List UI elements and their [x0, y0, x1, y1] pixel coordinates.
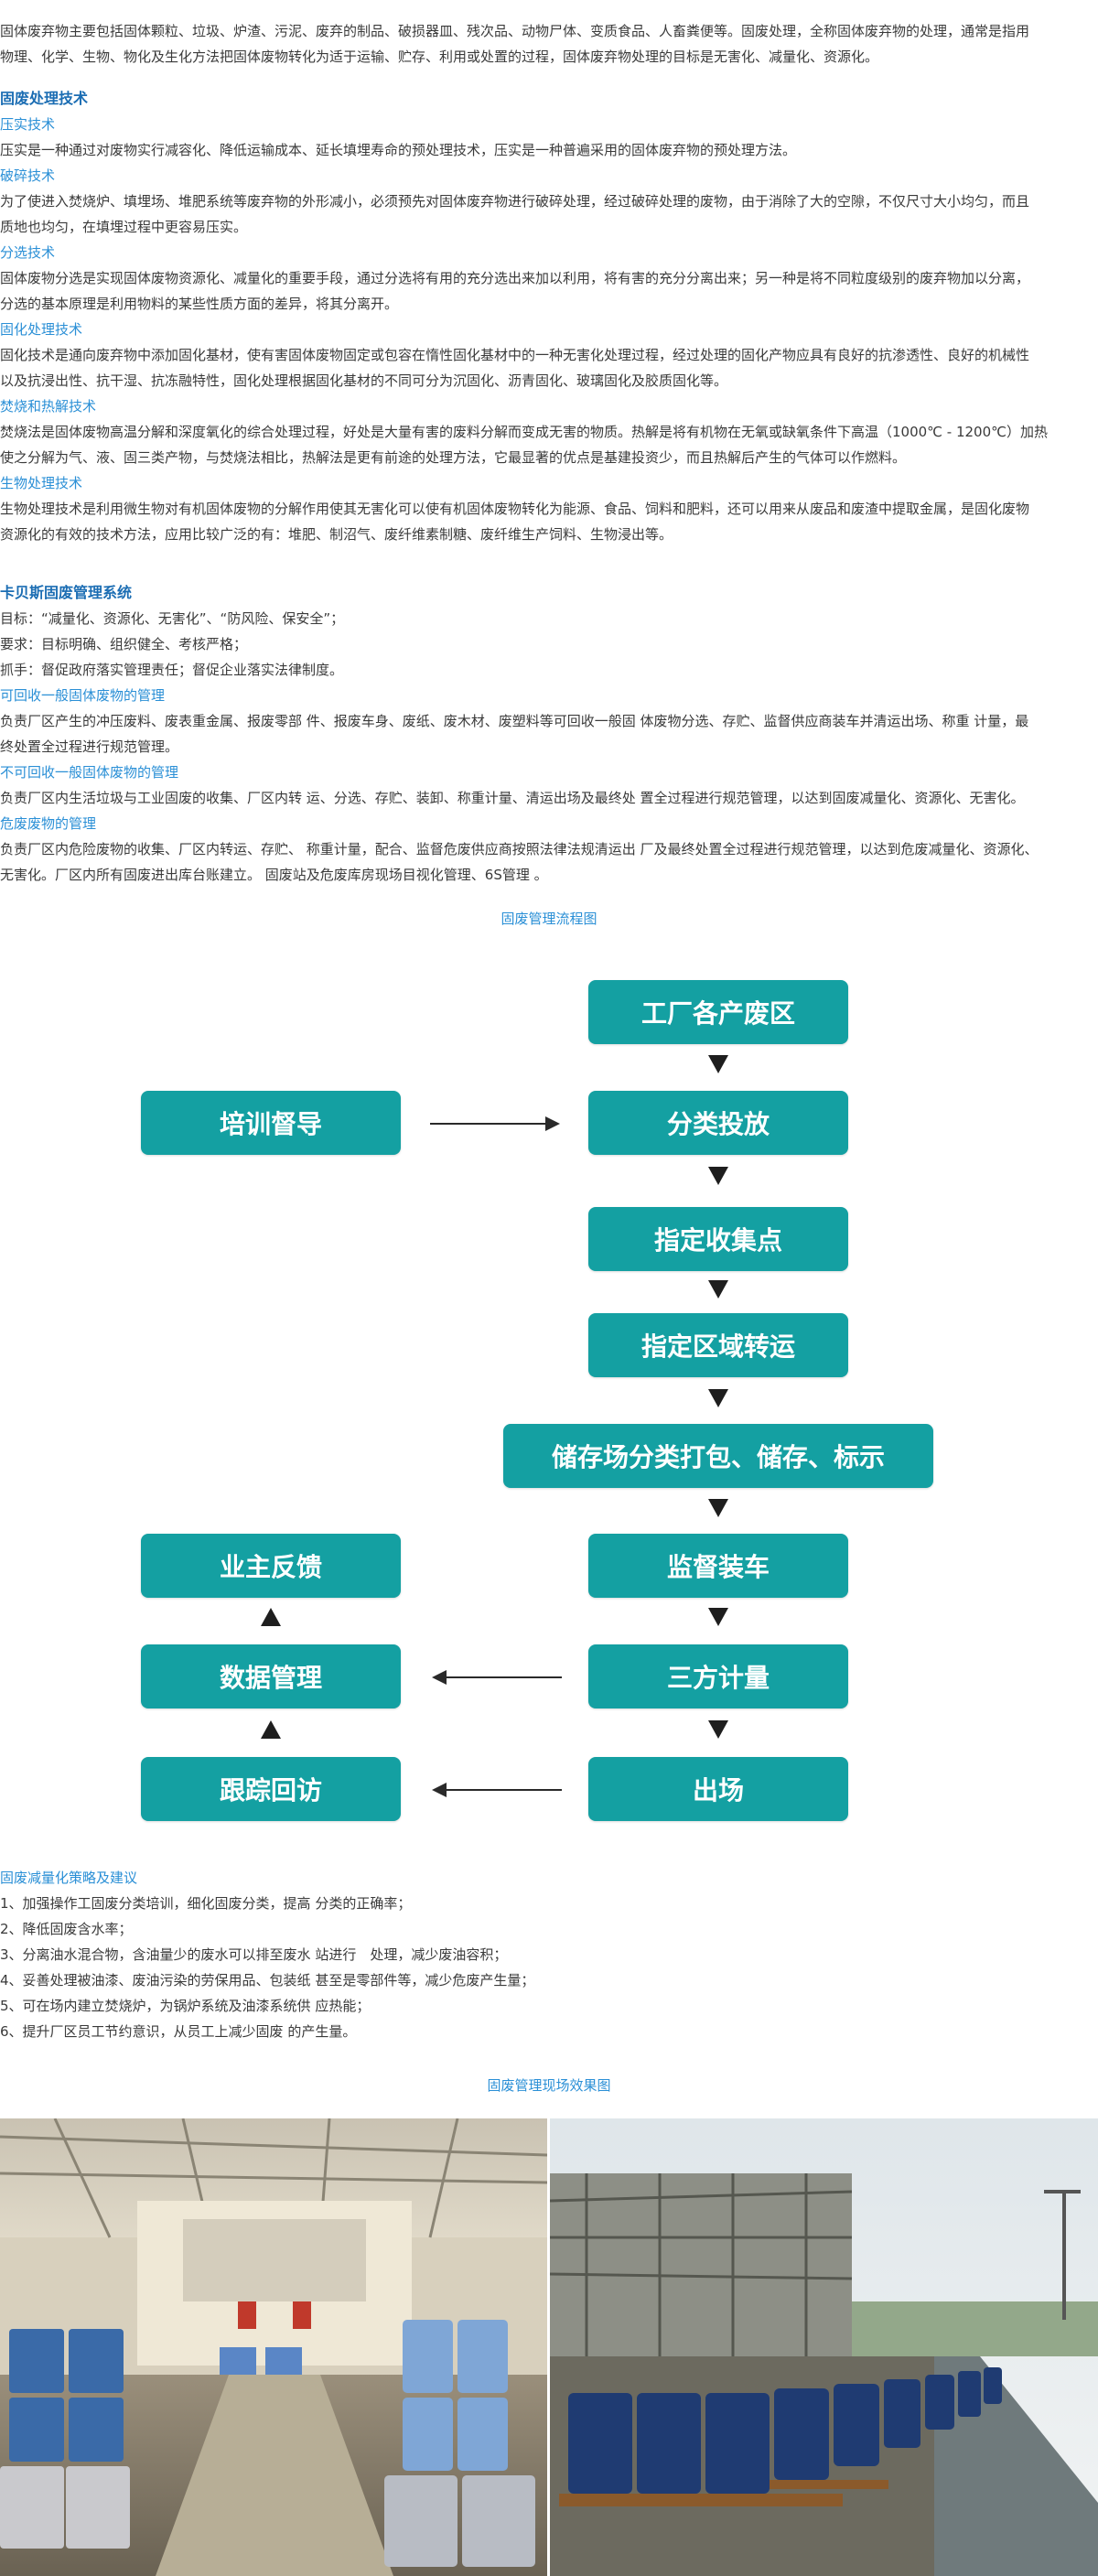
- system-subtitle: 不可回收一般固体废物的管理: [0, 764, 179, 781]
- system-grip: 抓手：督促政府落实管理责任；督促企业落实法律制度。: [0, 662, 344, 678]
- arrow-up-icon: [261, 1608, 281, 1626]
- strategy-item: 6、提升厂区员工节约意识，从员工上减少固废 的产生量。: [0, 2023, 357, 2040]
- photo-caption: 固废管理现场效果图: [487, 2077, 611, 2094]
- box-storage: 储存场分类打包、储存、标示: [503, 1424, 933, 1488]
- outdoor-storage-photo: [550, 2118, 1098, 2576]
- tech-paragraph-line: 质地也均匀，在填埋过程中更容易压实。: [0, 219, 248, 235]
- arrow-right-icon: [430, 1116, 560, 1131]
- tech-paragraph-line: 固体废物分选是实现固体废物资源化、减量化的重要手段，通过分选将有用的充分选出来加…: [0, 270, 1030, 286]
- tech-subtitle: 压实技术: [0, 116, 56, 133]
- arrow-down-icon: [708, 1608, 728, 1626]
- box-weighing: 三方计量: [588, 1644, 848, 1708]
- system-paragraph-line: 负责厂区内危险废物的收集、厂区内转运、存贮、 称重计量，配合、监督危废供应商按照…: [0, 841, 1039, 857]
- intro-line-1: 固体废弃物主要包括固体颗粒、垃圾、炉渣、污泥、废弃的制品、破损器皿、残次品、动物…: [0, 23, 1030, 39]
- box-training: 培训督导: [141, 1091, 401, 1155]
- box-transfer: 指定区域转运: [588, 1313, 848, 1377]
- tech-paragraph-line: 焚烧法是固体废物高温分解和深度氧化的综合处理过程，好处是大量有害的废料分解而变成…: [0, 424, 1048, 440]
- strategy-item: 4、妥善处理被油漆、废油污染的劳保用品、包装纸 甚至是零部件等，减少危废产生量；: [0, 1972, 535, 1989]
- arrow-down-icon: [708, 1389, 728, 1407]
- box-tracking: 跟踪回访: [141, 1757, 401, 1821]
- tech-paragraph-line: 固化技术是通向废弃物中添加固化基材，使有害固体废物固定或包容在惰性固化基材中的一…: [0, 347, 1030, 363]
- arrow-down-icon: [708, 1055, 728, 1073]
- system-requirement: 要求：目标明确、组织健全、考核严格；: [0, 636, 248, 652]
- tech-subtitle: 分选技术: [0, 244, 56, 261]
- system-paragraph-line: 终处置全过程进行规范管理。: [0, 738, 179, 755]
- box-sorting: 分类投放: [588, 1091, 848, 1155]
- strategy-item: 5、可在场内建立焚烧炉，为锅炉系统及油漆系统供 应热能；: [0, 1998, 371, 2014]
- arrow-left-icon: [432, 1783, 562, 1797]
- tech-paragraph-line: 生物处理技术是利用微生物对有机固体废物的分解作用使其无害化可以使有机固体废物转化…: [0, 501, 1030, 517]
- tech-subtitle: 固化处理技术: [0, 321, 83, 338]
- system-paragraph-line: 负责厂区产生的冲压废料、废表重金属、报废零部 件、报废车身、废纸、废木材、废塑料…: [0, 713, 1029, 729]
- strategy-title: 固废减量化策略及建议: [0, 1870, 138, 1886]
- arrow-up-icon: [261, 1720, 281, 1739]
- box-exit: 出场: [588, 1757, 848, 1821]
- system-paragraph-line: 无害化。厂区内所有固废进出库台账建立。 固废站及危废库房现场目视化管理、6S管理…: [0, 867, 548, 883]
- box-factory: 工厂各产废区: [588, 980, 848, 1044]
- system-subtitle: 危废废物的管理: [0, 815, 97, 832]
- box-feedback: 业主反馈: [141, 1534, 401, 1598]
- tech-paragraph-line: 分选的基本原理是利用物料的某些性质方面的差异，将其分离开。: [0, 296, 399, 312]
- tech-paragraph-line: 为了使进入焚烧炉、填埋场、堆肥系统等废弃物的外形减小，必须预先对固体废弃物进行破…: [0, 193, 1030, 210]
- arrow-down-icon: [708, 1280, 728, 1299]
- tech-subtitle: 焚烧和热解技术: [0, 398, 97, 415]
- tech-subtitle: 生物处理技术: [0, 475, 83, 491]
- tech-paragraph-line: 使之分解为气、液、固三类产物，与焚烧法相比，热解法是更有前途的处理方法，它最显著…: [0, 449, 907, 466]
- arrow-left-icon: [432, 1670, 562, 1685]
- strategy-item: 3、分离油水混合物，含油量少的废水可以排至废水 站进行 处理，减少废油容积；: [0, 1946, 508, 1963]
- system-paragraph-line: 负责厂区内生活垃圾与工业固废的收集、厂区内转 运、分选、存贮、装卸、称重计量、清…: [0, 790, 1025, 806]
- arrow-down-icon: [708, 1720, 728, 1739]
- tech-paragraph-line: 以及抗浸出性、抗干湿、抗冻融特性，固化处理根据固化基材的不同可分为沉固化、沥青固…: [0, 372, 728, 389]
- system-subtitle: 可回收一般固体废物的管理: [0, 687, 166, 704]
- box-collection: 指定收集点: [588, 1207, 848, 1271]
- system-goal: 目标：“减量化、资源化、无害化”、“防风险、保安全”；: [0, 610, 345, 627]
- tech-section-title: 固废处理技术: [0, 90, 89, 107]
- intro-line-2: 物理、化学、生物、物化及生化方法把固体废物转化为适于运输、贮存、利用或处置的过程…: [0, 49, 879, 65]
- strategy-item: 2、降低固废含水率；: [0, 1921, 133, 1937]
- arrow-down-icon: [708, 1167, 728, 1185]
- tech-subtitle: 破碎技术: [0, 167, 56, 184]
- tech-paragraph-line: 资源化的有效的技术方法，应用比较广泛的有：堆肥、制沼气、废纤维素制糖、废纤维生产…: [0, 526, 673, 543]
- arrow-down-icon: [708, 1499, 728, 1517]
- warehouse-photo: [0, 2118, 547, 2576]
- strategy-item: 1、加强操作工固废分类培训，细化固废分类，提高 分类的正确率；: [0, 1895, 412, 1912]
- box-loading: 监督装车: [588, 1534, 848, 1598]
- box-data: 数据管理: [141, 1644, 401, 1708]
- system-section-title: 卡贝斯固废管理系统: [0, 584, 133, 601]
- flow-caption: 固废管理流程图: [501, 911, 597, 927]
- tech-paragraph-line: 压实是一种通过对废物实行减容化、降低运输成本、延长填埋寿命的预处理技术，压实是一…: [0, 142, 797, 158]
